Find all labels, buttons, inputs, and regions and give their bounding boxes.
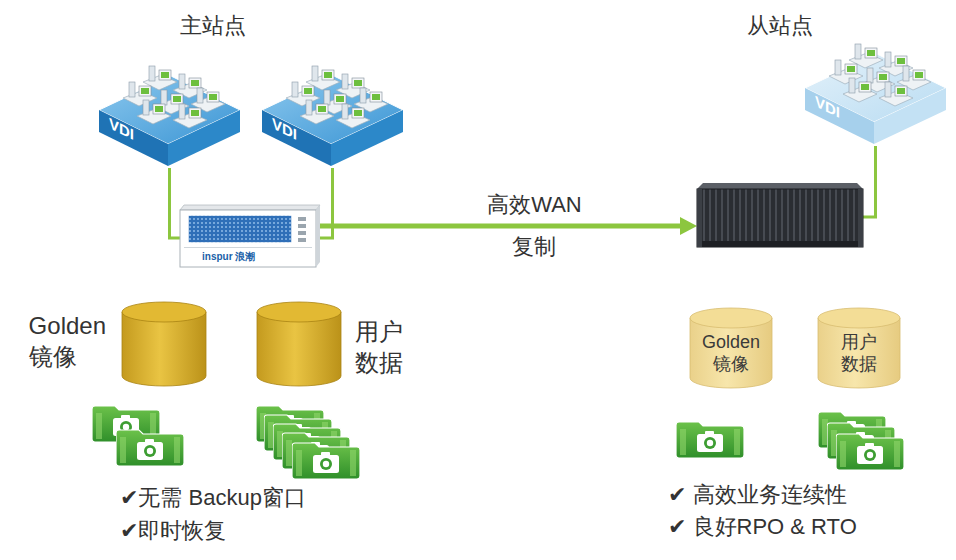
storage-device: inspur 浪潮 (180, 205, 320, 267)
node-shape (122, 302, 206, 386)
vdi-platform: VDI (803, 30, 948, 146)
node-shape (260, 52, 405, 168)
volume-label: Golden 镜像 (702, 332, 760, 375)
storage-cylinder: Golden 镜像 (690, 308, 772, 388)
replication-arrow (320, 217, 697, 235)
vdi-platform: VDI (260, 52, 405, 168)
benefit-note: ✔无需 Backup窗口 (120, 484, 306, 513)
edge-label: 高效WAN 复制 (487, 184, 582, 268)
link-line (170, 168, 181, 238)
node-shape (257, 302, 341, 386)
benefit-note: ✔ 良好RPO & RTO (668, 513, 857, 542)
site-title: 主站点 (180, 12, 246, 41)
brand-logo: inspur 浪潮 (202, 252, 255, 262)
storage-cylinder: 用户 数据 (818, 308, 900, 388)
storage-device (697, 183, 863, 247)
vdi-platform: VDI (97, 52, 242, 168)
volume-label: Golden 镜像 (29, 310, 106, 372)
storage-cylinder: 用户 数据 (257, 302, 341, 386)
node-shape (97, 52, 242, 168)
site-title: 从站点 (747, 12, 813, 41)
storage-cylinder: Golden 镜像 (122, 302, 206, 386)
volume-label: 用户 数据 (841, 332, 877, 375)
snapshot-icons (92, 406, 904, 479)
node-shape (803, 30, 948, 146)
node-shape (697, 183, 863, 247)
benefit-note: ✔ 高效业务连续性 (668, 481, 847, 510)
benefit-note: ✔即时恢复 (120, 517, 226, 546)
volume-label: 用户 数据 (355, 316, 403, 378)
link-line (863, 146, 876, 217)
